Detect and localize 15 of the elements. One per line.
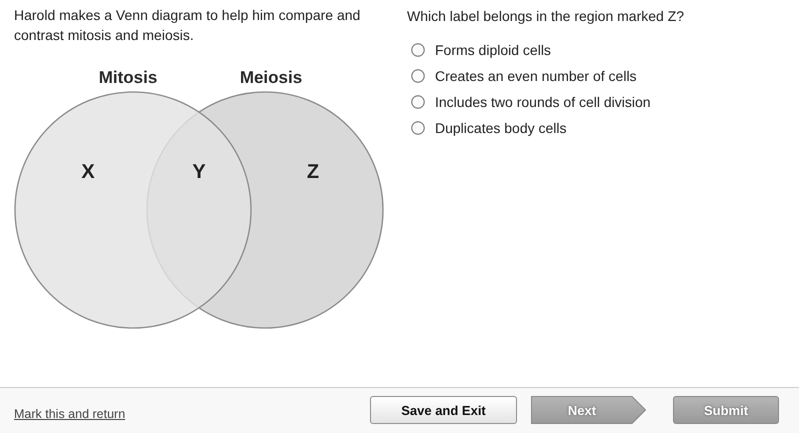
- question-prompt: Which label belongs in the region marked Z?: [407, 7, 684, 25]
- answer-option: Duplicates body cells: [435, 119, 567, 137]
- set-heading: Mitosis: [98, 68, 158, 88]
- answer-option: Forms diploid cells: [435, 41, 551, 59]
- submit-button: Submit: [673, 396, 779, 424]
- mark-return-link: Mark this and return: [14, 406, 126, 422]
- region-letter: Z: [306, 161, 320, 183]
- set-heading: Meiosis: [240, 68, 302, 88]
- answer-option: Includes two rounds of cell division: [435, 93, 651, 111]
- save-exit-button: Save and Exit: [370, 396, 517, 424]
- next-button: Next: [531, 396, 646, 424]
- question-text: Harold makes a Venn diagram to help him compare and contrast mitosis and meiosis.: [14, 6, 362, 45]
- answer-option: Creates an even number of cells: [435, 67, 637, 85]
- region-letter: Y: [192, 161, 206, 183]
- region-letter: X: [81, 161, 95, 183]
